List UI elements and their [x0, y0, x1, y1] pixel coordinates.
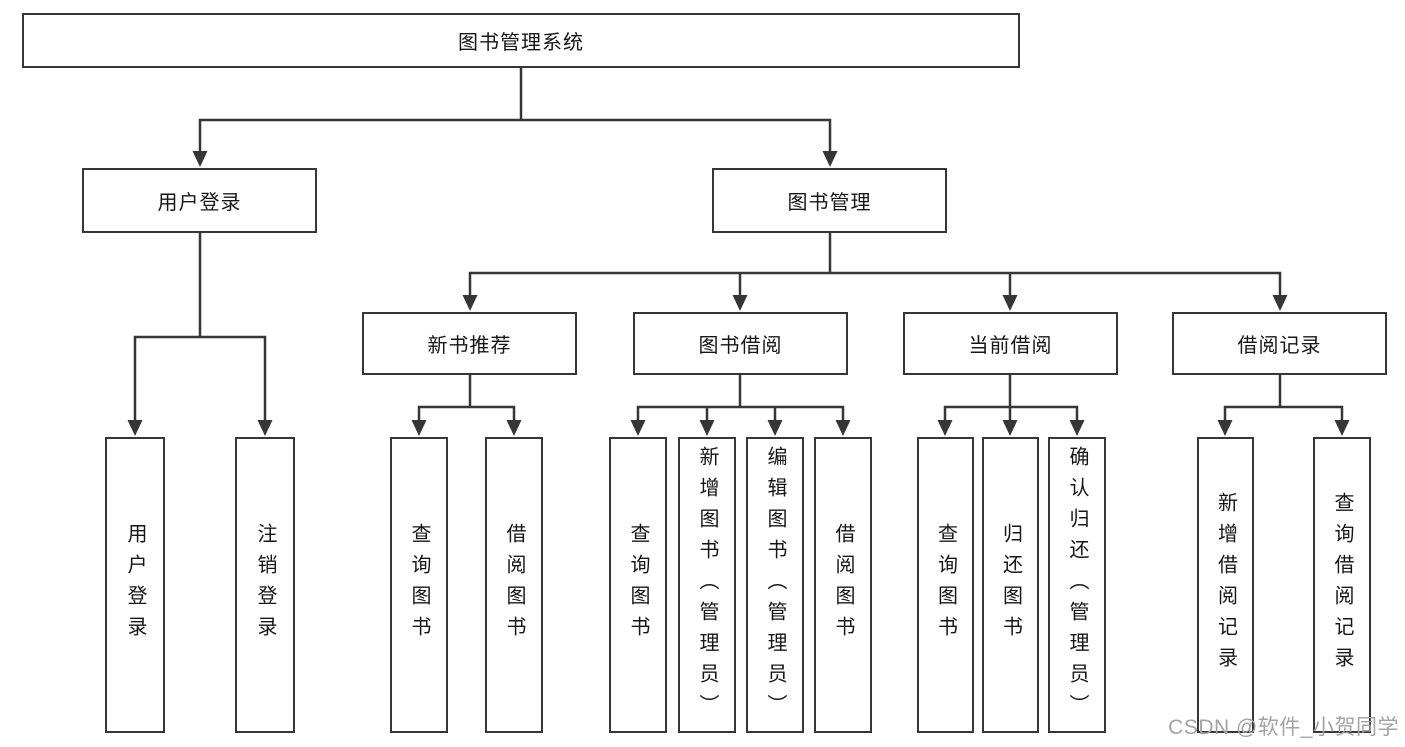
node-book-management-label: 图书管理	[787, 192, 872, 214]
edge-recommend-branch	[417, 405, 516, 422]
leaf-query-books-current-label: 查询图书	[934, 523, 957, 647]
leaf-query-books-current: 查询图书	[917, 437, 974, 733]
edge-borrow-branch	[636, 405, 845, 422]
node-user-login-label: 用户登录	[157, 192, 242, 214]
leaf-add-book-admin: 新增图书（管理员）	[678, 437, 736, 733]
node-borrow-records: 借阅记录	[1172, 312, 1387, 375]
edge-userlogin-branch	[133, 335, 267, 422]
leaf-logout: 注销登录	[235, 437, 295, 733]
node-library-management-system: 图书管理系统	[22, 13, 1020, 68]
leaf-confirm-return-admin-label: 确认归还（管理员）	[1066, 445, 1088, 725]
leaf-borrow-books-recommend: 借阅图书	[485, 437, 543, 733]
leaf-borrow-book-label: 借阅图书	[832, 523, 854, 647]
leaf-edit-book-admin-label: 编辑图书（管理员）	[764, 445, 786, 725]
edge-records-branch	[1223, 405, 1344, 422]
node-current-borrow-label: 当前借阅	[968, 335, 1053, 357]
node-book-borrow: 图书借阅	[633, 312, 848, 375]
node-new-book-recommend-label: 新书推荐	[427, 335, 512, 357]
leaf-add-book-admin-label: 新增图书（管理员）	[696, 445, 718, 725]
node-library-management-system-label: 图书管理系统	[458, 32, 584, 54]
watermark: CSDN @软件_小贺同学	[1168, 716, 1399, 739]
node-current-borrow: 当前借阅	[903, 312, 1118, 375]
leaf-logout-label: 注销登录	[254, 523, 276, 647]
leaf-query-books-recommend: 查询图书	[390, 437, 448, 733]
leaf-return-book-label: 归还图书	[999, 523, 1022, 647]
leaf-query-borrow-record: 查询借阅记录	[1313, 437, 1371, 733]
leaf-query-books-borrow: 查询图书	[609, 437, 667, 733]
leaf-user-login: 用户登录	[105, 437, 165, 733]
leaf-query-books-recommend-label: 查询图书	[408, 523, 430, 647]
arrowheads	[127, 151, 1350, 436]
leaf-borrow-books-recommend-label: 借阅图书	[503, 523, 525, 647]
leaf-query-books-borrow-label: 查询图书	[627, 523, 649, 647]
node-book-management: 图书管理	[712, 168, 947, 233]
leaf-confirm-return-admin: 确认归还（管理员）	[1048, 437, 1106, 733]
leaf-edit-book-admin: 编辑图书（管理员）	[746, 437, 804, 733]
node-borrow-records-label: 借阅记录	[1237, 335, 1322, 357]
edge-root-branch	[198, 118, 832, 153]
leaf-add-borrow-record: 新增借阅记录	[1197, 437, 1254, 733]
leaf-query-borrow-record-label: 查询借阅记录	[1331, 492, 1353, 678]
node-book-borrow-label: 图书借阅	[698, 335, 783, 357]
leaf-user-login-label: 用户登录	[124, 523, 146, 647]
leaf-borrow-book: 借阅图书	[814, 437, 872, 733]
leaf-add-borrow-record-label: 新增借阅记录	[1214, 492, 1237, 678]
edge-bookmgmt-branch	[468, 271, 1282, 297]
leaf-return-book: 归还图书	[982, 437, 1039, 733]
node-user-login: 用户登录	[82, 168, 317, 233]
node-new-book-recommend: 新书推荐	[362, 312, 577, 375]
